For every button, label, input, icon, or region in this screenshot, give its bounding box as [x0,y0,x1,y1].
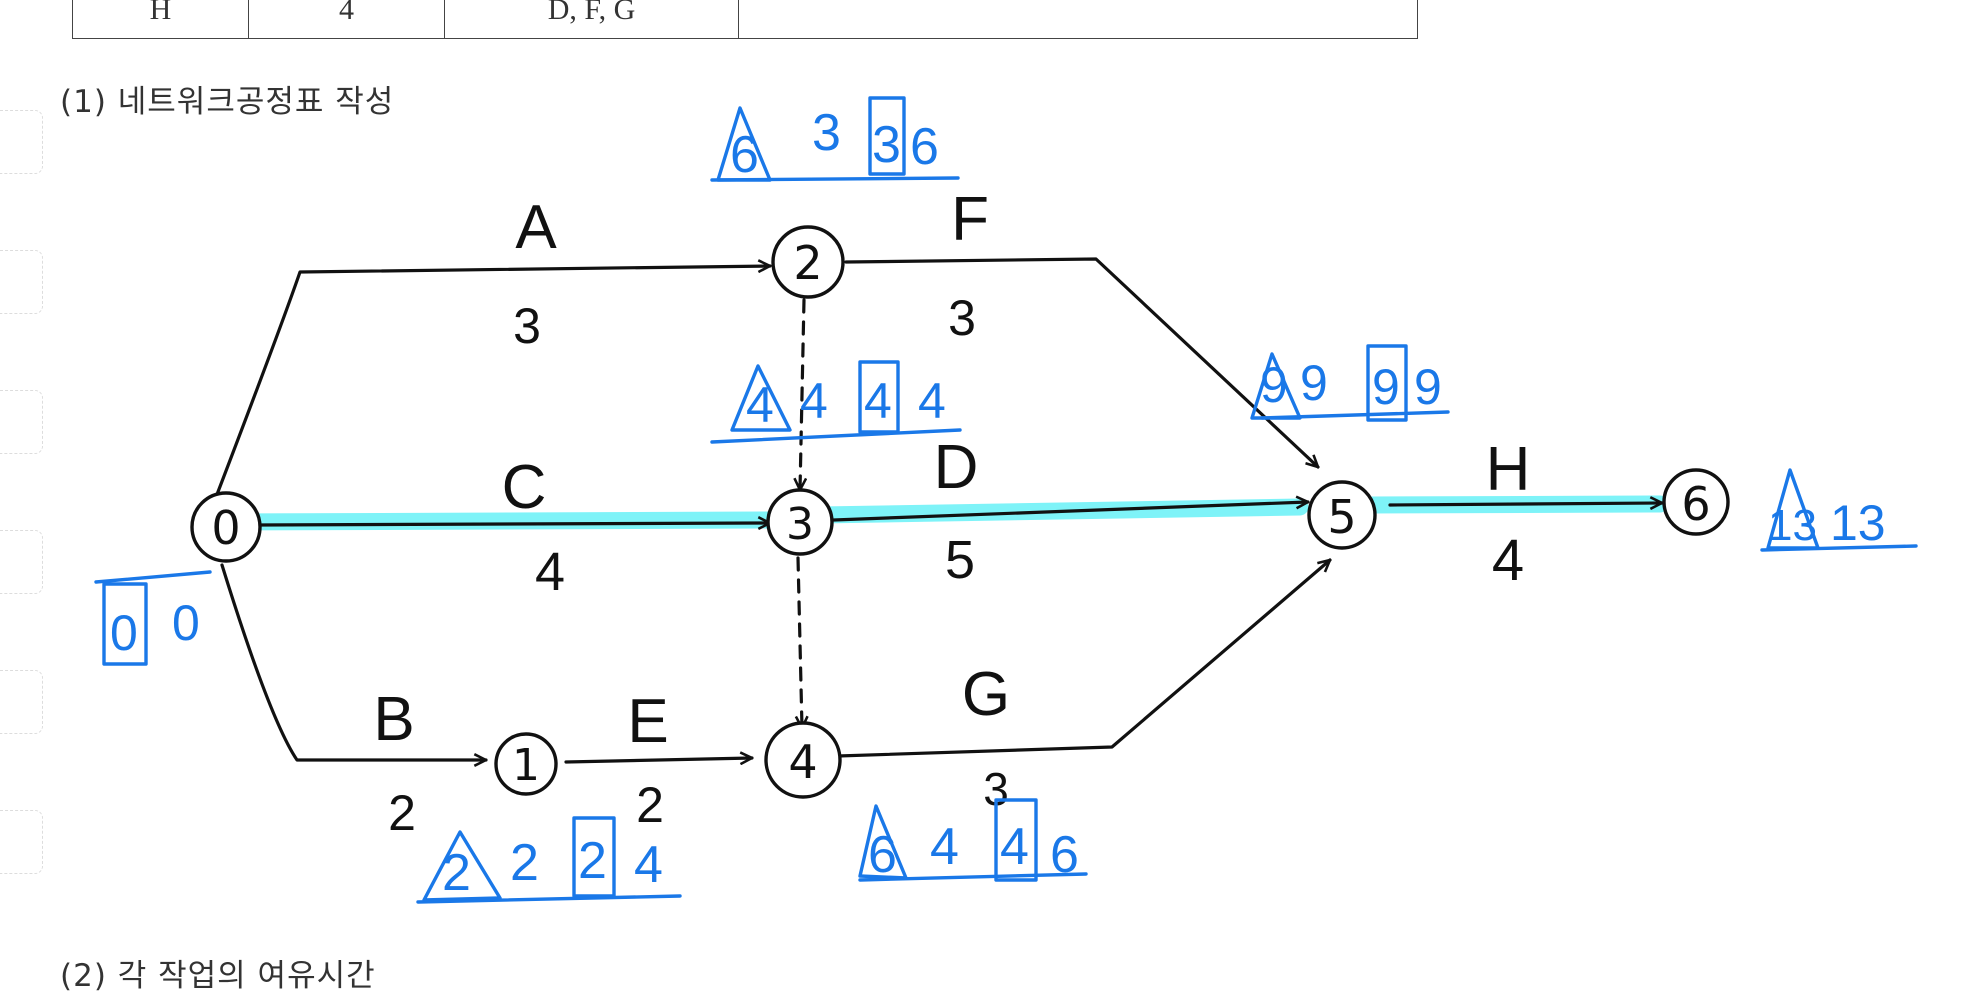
margin-tab [0,390,43,454]
svg-text:1: 1 [512,740,540,791]
heading-float-time: (2) 각 작업의 여유시간 [60,958,376,994]
margin-tab [0,530,43,594]
activity-arrow-e [564,758,754,762]
svg-text:6: 6 [730,126,759,184]
activity-label-d: D [934,433,979,502]
activity-label-c: C [502,453,547,522]
time-annotation-node-1: 2 2 2 4 [416,816,682,904]
activity-arrow-h [1388,503,1664,505]
activity-arrow-a [206,266,772,520]
margin-tab [0,670,43,734]
table-cell-duration: 4 [249,0,445,38]
node-5: 5 [1307,480,1377,550]
activity-table-row: H 4 D, F, G [72,0,1418,39]
svg-text:0: 0 [110,605,138,661]
time-annotation-node-6: 13 13 [1760,468,1918,552]
time-annotation-node-5: 9 9 9 9 [1250,344,1450,422]
activity-duration-h: 4 [1492,528,1524,593]
activity-label-e: E [627,687,668,756]
svg-text:4: 4 [746,377,774,433]
activity-duration-d: 5 [945,530,975,590]
node-3: 3 [766,488,834,556]
table-cell-predecessor: D, F, G [445,0,739,38]
dummy-arrow-3-4 [798,556,802,730]
node-1: 1 [494,732,558,796]
svg-text:0: 0 [172,595,200,651]
svg-text:0: 0 [211,501,240,555]
svg-text:3: 3 [786,499,814,550]
activity-duration-f: 3 [948,290,976,346]
activity-duration-e: 2 [636,777,664,833]
activity-label-h: H [1486,435,1531,504]
margin-tab [0,250,43,314]
svg-text:3: 3 [872,116,901,174]
svg-text:4: 4 [930,818,959,876]
svg-text:4: 4 [1000,818,1029,876]
svg-text:4: 4 [864,373,892,429]
activity-arrow-g [836,560,1330,758]
activity-arrow-f [844,257,1318,467]
time-annotation-node-2: 6 3 3 6 [710,96,960,184]
activity-arrow-d [832,502,1310,522]
activity-label-b: B [373,685,414,754]
svg-text:9: 9 [1372,359,1400,415]
activity-arrow-b [220,563,488,760]
node-4: 4 [764,721,842,799]
svg-text:13: 13 [1768,501,1817,550]
activity-duration-a: 3 [513,298,541,354]
svg-text:2: 2 [510,834,539,892]
svg-text:4: 4 [634,836,663,894]
margin-tab [0,110,43,174]
activity-label-a: A [515,193,557,262]
svg-text:4: 4 [788,735,817,789]
svg-text:13: 13 [1830,495,1886,551]
node-6: 6 [1662,468,1730,536]
svg-text:5: 5 [1327,490,1356,544]
svg-text:9: 9 [1260,357,1288,413]
critical-path-highlight [223,495,1669,531]
dummy-arrow-2-3 [800,298,804,492]
svg-text:6: 6 [1050,826,1079,884]
svg-text:9: 9 [1300,355,1328,411]
svg-text:4: 4 [800,373,828,429]
activity-arrow-c [256,523,772,525]
svg-text:3: 3 [812,104,841,162]
activity-duration-b: 2 [388,785,416,841]
svg-text:2: 2 [442,844,471,902]
svg-text:9: 9 [1414,359,1442,415]
heading-network-schedule: (1) 네트워크공정표 작성 [60,84,395,120]
time-annotation-node-3: 4 4 4 4 [710,360,962,444]
svg-text:4: 4 [918,373,946,429]
svg-text:6: 6 [1681,477,1710,531]
node-0: 0 [190,491,262,563]
svg-text:2: 2 [578,832,607,890]
activity-label-g: G [962,660,1010,729]
svg-text:2: 2 [793,236,822,290]
node-2: 2 [771,225,845,299]
table-cell-activity: H [73,0,249,38]
margin-tab [0,810,43,874]
activity-duration-c: 4 [535,542,565,602]
time-annotation-node-0: 0 0 [94,570,212,666]
activity-label-f: F [951,185,989,254]
time-annotation-node-4: 6 4 4 6 [858,798,1088,884]
svg-text:6: 6 [868,826,897,884]
svg-text:6: 6 [910,118,939,176]
